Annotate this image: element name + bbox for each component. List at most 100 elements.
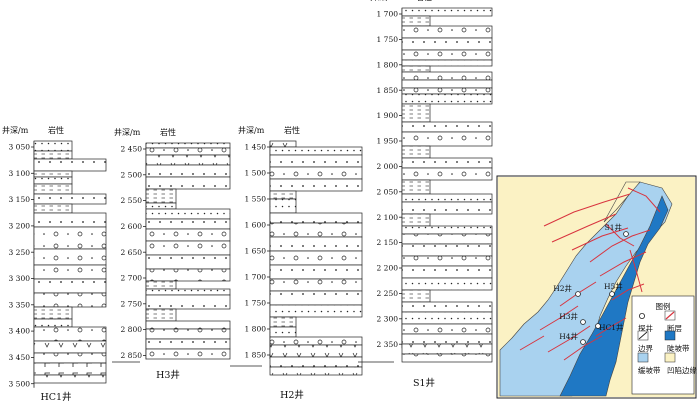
lithology-pattern — [34, 265, 106, 279]
lithology-pattern — [402, 180, 430, 194]
well-marker — [595, 323, 601, 329]
lithology-pattern — [402, 60, 492, 66]
depth-tick-label: 3 450 — [9, 353, 31, 362]
lithology-pattern — [146, 143, 230, 148]
lithology-pattern — [402, 244, 492, 256]
lithology-pattern — [146, 177, 230, 189]
lithology-pattern — [146, 289, 230, 295]
lithology-pattern — [34, 353, 106, 363]
fault-line — [563, 335, 603, 361]
lithology-pattern — [270, 291, 362, 305]
lithology-pattern — [402, 88, 492, 94]
legend-title: 图例 — [656, 301, 671, 311]
legend-fault-symbol — [665, 311, 675, 320]
legend-boundary-symbol — [638, 331, 648, 340]
legend-label-well: 探井 — [638, 323, 653, 333]
legend-box — [631, 295, 695, 395]
depth-tick-label: 1 700 — [377, 10, 399, 19]
legend-label-boundary: 边界 — [638, 344, 653, 353]
lithology-pattern — [34, 171, 72, 177]
depth-tick-label: 3 150 — [9, 195, 31, 204]
depth-tick-label: 3 500 — [9, 379, 31, 388]
lithology-pattern — [402, 278, 492, 290]
depth-tick-label: 1 750 — [245, 299, 267, 308]
depth-tick-label: 1 750 — [377, 35, 399, 44]
depth-tick-label: 2 050 — [377, 187, 399, 196]
lithology-pattern — [402, 26, 492, 38]
lithology-pattern — [34, 141, 72, 151]
lithology-pattern — [402, 104, 430, 122]
lithology-pattern — [402, 234, 492, 244]
lithology-pattern — [402, 312, 492, 324]
lithology-pattern — [270, 367, 362, 375]
lithology-pattern — [146, 209, 230, 219]
lithology-pattern — [270, 279, 362, 291]
legend-label-fault: 断层 — [667, 323, 682, 333]
legend-label-slope: 陡坡带 — [667, 343, 690, 353]
depth-tick-label: 2 150 — [377, 238, 399, 247]
depression-area — [603, 181, 641, 223]
depth-tick-label: 2 600 — [121, 222, 143, 231]
lithology-pattern — [402, 80, 492, 88]
lithology-pattern — [270, 327, 296, 337]
depth-tick-label: 3 250 — [9, 248, 31, 257]
lithology-pattern — [402, 94, 492, 104]
lithology-pattern — [402, 158, 492, 168]
lithology-pattern — [402, 50, 492, 60]
lithology-pattern — [270, 337, 362, 345]
lithology-pattern — [270, 141, 296, 147]
depth-tick-label: 2 650 — [121, 248, 143, 257]
lithology-pattern — [270, 199, 296, 213]
depth-tick-label: 2 300 — [377, 314, 399, 323]
lithology-pattern — [146, 229, 230, 241]
fault-line — [589, 229, 651, 263]
lithology-header: 岩性 — [284, 125, 300, 135]
fault-line — [571, 227, 629, 251]
lithology-pattern — [402, 72, 492, 80]
gentle-slope-zone — [499, 181, 673, 397]
lithology-pattern — [34, 194, 106, 204]
fault-line — [559, 281, 597, 307]
lithology-pattern — [146, 148, 230, 155]
lithology-pattern — [146, 309, 176, 321]
lithology-pattern — [146, 295, 230, 309]
well-marker — [609, 291, 615, 297]
legend-depression-swatch — [664, 352, 676, 363]
lithology-pattern — [270, 191, 296, 199]
lithology-pattern — [146, 189, 176, 203]
lithology-pattern — [34, 177, 72, 184]
lithology-pattern — [402, 66, 430, 72]
depth-tick-label: 1 450 — [245, 143, 267, 152]
lithology-pattern — [34, 249, 106, 265]
well-title: H2井 — [280, 389, 304, 401]
depth-tick-label: 1 800 — [245, 325, 267, 334]
well-label: HC1井 — [599, 322, 624, 332]
lithology-pattern — [34, 327, 106, 341]
depth-tick-label: 1 650 — [245, 247, 267, 256]
well-marker — [623, 231, 629, 237]
lithology-pattern — [402, 324, 492, 334]
lithology-pattern — [146, 155, 230, 165]
lithology-pattern — [402, 354, 492, 362]
lithology-pattern — [402, 168, 492, 180]
fault-line — [543, 193, 631, 227]
lithology-pattern — [402, 214, 430, 226]
depth-tick-label: 1 800 — [377, 60, 399, 69]
depth-tick-label: 3 350 — [9, 300, 31, 309]
lithology-pattern — [34, 204, 72, 213]
lithology-pattern — [270, 345, 362, 357]
lithology-pattern — [34, 227, 106, 249]
well-title: HC1井 — [40, 391, 71, 403]
lithology-pattern — [146, 165, 230, 177]
well-label: H2井 — [553, 283, 572, 293]
lithology-pattern — [402, 122, 492, 132]
depth-tick-label: 1 550 — [245, 195, 267, 204]
depth-tick-label: 1 600 — [245, 221, 267, 230]
lithology-pattern — [34, 363, 106, 375]
well-marker — [580, 339, 586, 345]
well-label: H3井 — [559, 311, 578, 321]
fault-line — [627, 187, 661, 213]
depth-tick-label: 1 850 — [245, 351, 267, 360]
